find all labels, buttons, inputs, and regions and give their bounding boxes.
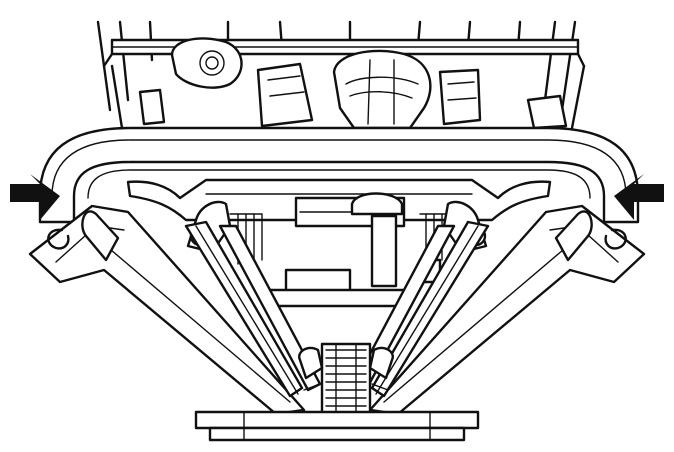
right-tow-hook <box>604 228 627 250</box>
center-spring-assembly <box>298 342 394 422</box>
right-lower-panel <box>352 204 646 416</box>
front-bumper-bar <box>38 126 640 224</box>
left-tow-hook <box>47 228 70 250</box>
engine-seat-assembly <box>138 37 568 130</box>
right-attachment-arrow <box>614 174 664 220</box>
left-attachment-arrow <box>10 174 60 220</box>
left-lower-panel <box>28 204 322 416</box>
bottom-skid-bar <box>194 410 480 442</box>
